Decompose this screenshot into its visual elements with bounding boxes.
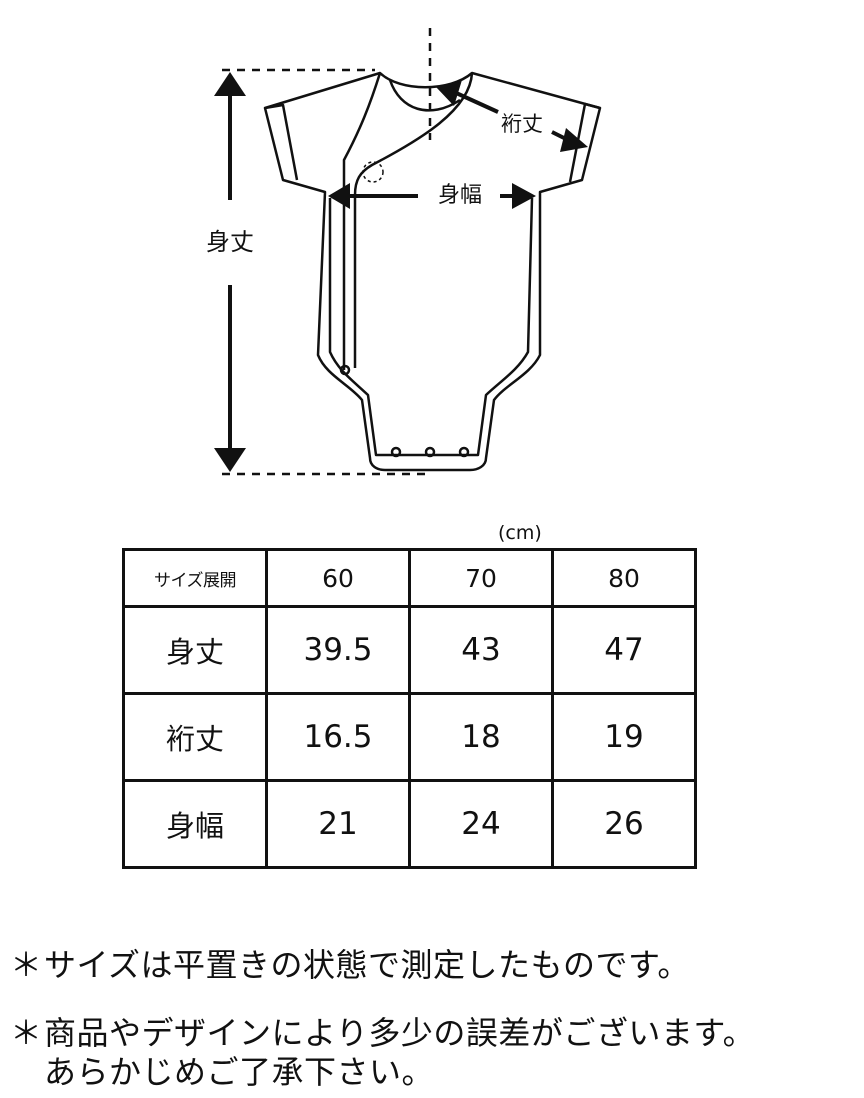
- asterisk-icon: ＊: [10, 1014, 43, 1052]
- size-header-70: 70: [408, 548, 554, 608]
- row-label: 身幅: [122, 779, 268, 869]
- table-cell: 24: [408, 779, 554, 869]
- bodysuit-measurement-diagram: 身丈 身幅 裄丈: [206, 28, 602, 476]
- table-cell: 39.5: [265, 605, 411, 695]
- table-row-body-width: 身幅 21 24 26: [122, 779, 697, 869]
- size-table: サイズ展開 60 70 80 身丈 39.5 43 47 裄丈 16.5 18 …: [122, 548, 697, 869]
- table-cell: 26: [551, 779, 697, 869]
- note-text: サイズは平置きの状態で測定したものです。: [44, 946, 690, 984]
- table-header-row: サイズ展開 60 70 80: [122, 548, 697, 608]
- row-label: 裄丈: [122, 692, 268, 782]
- body-length-arrow: [214, 72, 246, 472]
- measurement-guides: [222, 28, 432, 476]
- asterisk-icon: ＊: [10, 946, 43, 984]
- body-length-label: 身丈: [206, 228, 254, 256]
- table-cell: 47: [551, 605, 697, 695]
- size-header-60: 60: [265, 548, 411, 608]
- sleeve-length-label: 裄丈: [501, 112, 543, 136]
- table-cell: 16.5: [265, 692, 411, 782]
- unit-label: (cm): [498, 522, 542, 544]
- table-cell: 43: [408, 605, 554, 695]
- table-row-body-length: 身丈 39.5 43 47: [122, 605, 697, 695]
- variance-note: ＊商品やデザインにより多少の誤差がございます。: [10, 1013, 755, 1053]
- inner-snap-marker: [362, 161, 384, 183]
- table-cell: 18: [408, 692, 554, 782]
- table-row-sleeve-length: 裄丈 16.5 18 19: [122, 692, 697, 782]
- measurement-note: ＊サイズは平置きの状態で測定したものです。: [10, 945, 690, 985]
- body-width-label: 身幅: [438, 183, 482, 208]
- table-corner-cell: サイズ展開: [122, 548, 268, 608]
- sleeve-length-arrow: [436, 80, 588, 152]
- note-text: あらかじめご了承下さい。: [44, 1053, 435, 1091]
- variance-note-continued: あらかじめご了承下さい。: [44, 1052, 434, 1092]
- table-cell: 19: [551, 692, 697, 782]
- size-header-80: 80: [551, 548, 697, 608]
- note-text: 商品やデザインにより多少の誤差がございます。: [44, 1014, 756, 1052]
- bodysuit-illustration: [263, 71, 602, 472]
- table-cell: 21: [265, 779, 411, 869]
- body-width-arrow: [328, 183, 536, 209]
- row-label: 身丈: [122, 605, 268, 695]
